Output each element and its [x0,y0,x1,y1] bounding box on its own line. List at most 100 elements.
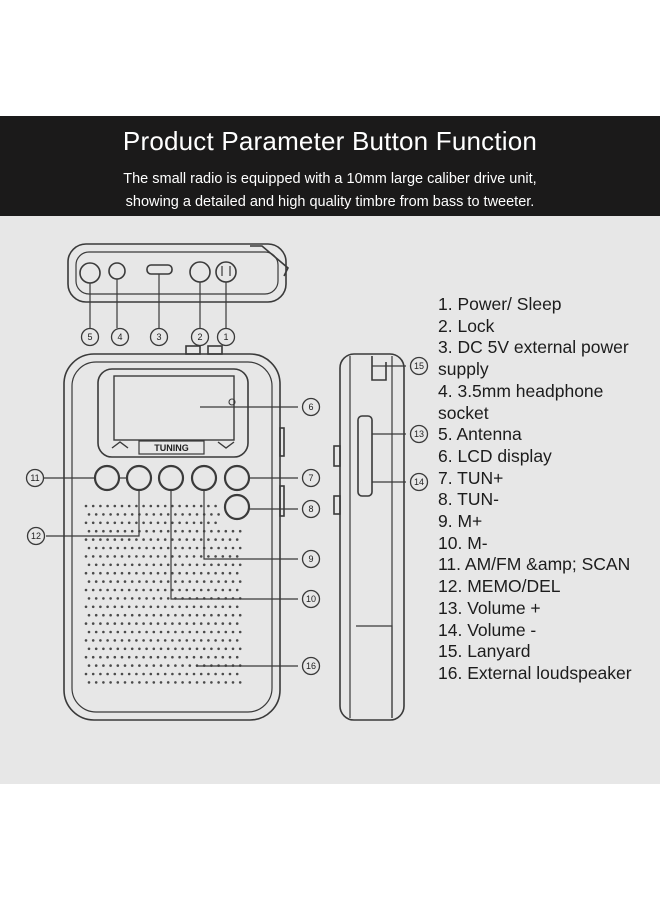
grille-hole [181,630,184,634]
grille-hole [130,681,134,684]
legend-list: 1. Power/ Sleep 2. Lock 3. DC 5V externa… [438,294,632,685]
grille-hole [135,672,138,676]
grille-hole [84,521,88,525]
callout-number: 12 [31,531,41,541]
grille-hole [159,681,163,684]
grille-hole [113,555,117,558]
callout-marker-8: 8 [301,499,321,519]
grille-hole [210,613,213,617]
grille-hole [152,513,156,516]
grille-hole [87,664,91,667]
grille-hole [178,672,181,676]
grille-hole [106,672,109,676]
callout-circle [26,526,46,546]
grille-hole [127,655,131,659]
grille-hole [116,580,120,583]
grille-hole [123,580,127,583]
grille-hole [195,580,199,583]
grille-hole [152,613,156,617]
grille-hole [174,546,177,550]
grille-hole [91,521,95,525]
grille-hole [217,546,220,550]
grille-hole [87,529,91,533]
grille-hole [224,630,228,634]
grille-hole [192,672,196,676]
grille-hole [163,639,167,642]
grille-hole [145,546,148,550]
grille-hole [120,672,124,676]
grille-hole [113,504,117,508]
grille-hole [130,613,134,617]
grille-hole [138,647,141,651]
grille-hole [171,504,174,508]
grille-hole [181,563,184,567]
grille-hole [166,597,170,600]
grille-hole [185,639,189,642]
grille-hole [116,546,120,550]
grille-hole [224,613,228,617]
grille-hole [171,521,174,525]
grille-hole [94,529,98,533]
grille-hole [163,571,167,575]
grille-hole [106,622,109,625]
grille-hole [109,513,112,516]
grille-hole [214,538,217,541]
grille-hole [102,563,105,567]
grille-hole [106,605,109,609]
callout-number: 13 [414,429,424,439]
radio-top-view [67,243,289,328]
callout-number: 2 [197,332,202,342]
leader-10 [170,490,298,600]
callout-number: 7 [308,473,313,483]
grille-hole [102,681,105,684]
grille-hole [210,681,213,684]
grille-hole [192,555,196,558]
grille-hole [84,672,88,676]
grille-hole [188,529,192,533]
grille-hole [185,555,189,558]
callout-number: 15 [414,361,424,371]
grille-hole [145,529,148,533]
grille-hole [145,613,148,617]
grille-hole [87,546,91,550]
grille-hole [224,647,228,651]
callout-marker-6: 6 [301,397,321,417]
grille-hole [195,513,199,516]
legend-item: socket [438,402,489,423]
grille-hole [188,630,192,634]
grille-hole [238,580,242,583]
grille-hole [127,672,131,676]
leader-12 [46,490,140,537]
grille-hole [195,647,199,651]
grille-hole [99,639,102,642]
tun-minus-button [223,493,251,521]
callout-marker-7: 7 [301,468,321,488]
grille-hole [214,672,217,676]
grille-hole [84,639,88,642]
legend-item: 7. TUN+ [438,467,504,488]
tuning-label-box [138,440,205,455]
grille-hole [224,563,228,567]
grille-hole [87,513,91,516]
grille-hole [163,672,167,676]
legend-item: 14. Volume - [438,619,537,640]
grille-hole [166,647,170,651]
grille-hole [84,622,88,625]
grille-hole [217,681,220,684]
grille-hole [156,622,160,625]
grille-hole [235,622,239,625]
grille-hole [149,588,153,592]
antenna-port [79,262,101,284]
grille-hole [135,538,138,541]
grille-hole [235,555,239,558]
grille-hole [235,538,239,541]
grille-hole [156,504,160,508]
grille-hole [127,605,131,609]
speaker-grille [84,504,242,684]
grille-hole [231,580,235,583]
grille-hole [138,563,141,567]
callout-number: 6 [308,402,313,412]
legend-item: 10. M- [438,532,488,553]
grille-hole [199,538,203,541]
grille-hole [106,639,109,642]
